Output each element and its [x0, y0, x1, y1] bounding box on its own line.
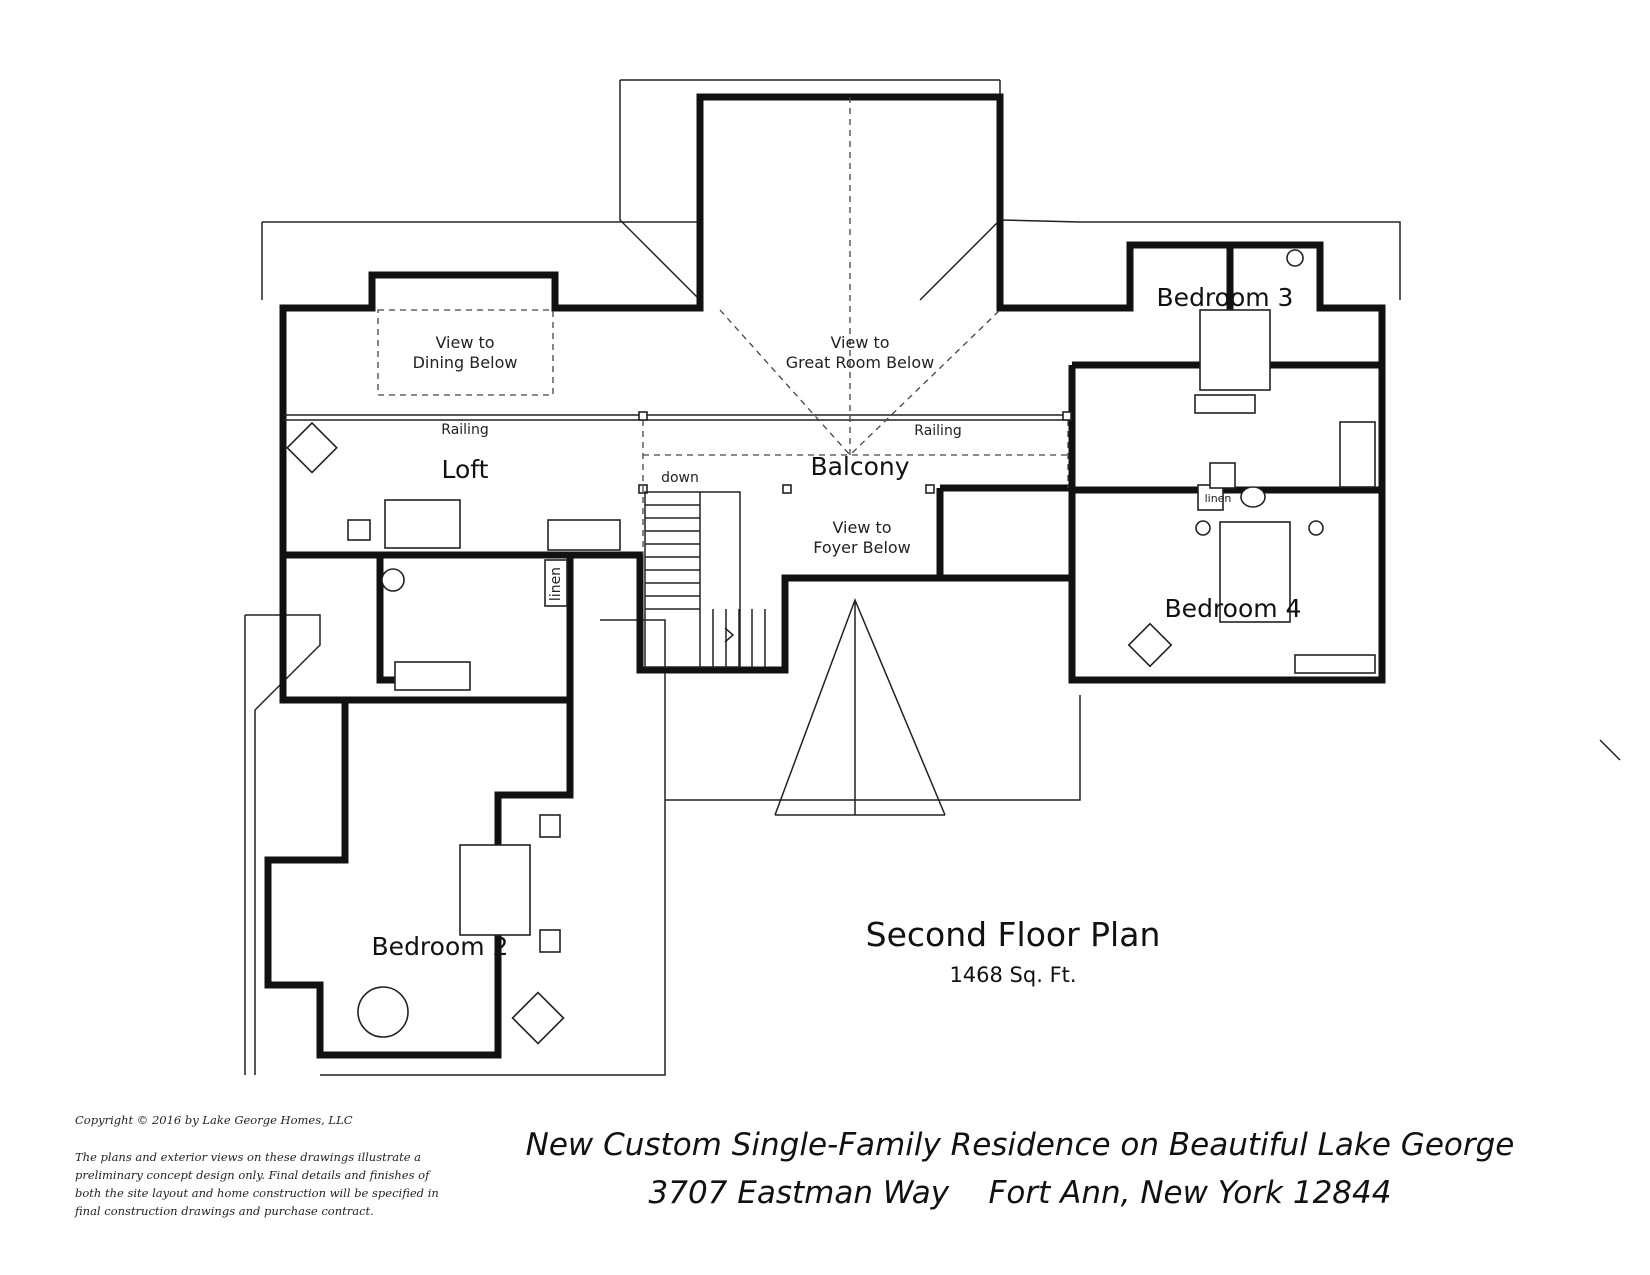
note-view-dining-1: View to	[435, 333, 494, 352]
railings	[283, 97, 1072, 555]
plan-title: Second Floor Plan	[866, 915, 1161, 954]
room-label-bedroom-4: Bedroom 4	[1165, 594, 1302, 623]
note-view-great-2: Great Room Below	[786, 353, 934, 372]
note-railing-left: Railing	[441, 422, 488, 438]
note-view-foyer-1: View to	[832, 518, 891, 537]
room-label-bedroom-3: Bedroom 3	[1157, 283, 1294, 312]
disclaimer-text: The plans and exterior views on these dr…	[75, 1150, 439, 1218]
project-title: New Custom Single-Family Residence on Be…	[525, 1127, 1515, 1163]
exterior-walls	[264, 93, 1386, 1059]
note-linen-right: linen	[1205, 492, 1232, 505]
note-view-great-1: View to	[830, 333, 889, 352]
furniture	[286, 249, 1376, 1045]
note-down: down	[661, 470, 699, 486]
note-railing-right: Railing	[914, 423, 961, 439]
room-label-bedroom-2: Bedroom 2	[372, 932, 509, 961]
room-label-balcony: Balcony	[810, 452, 909, 481]
project-address: 3707 Eastman Way Fort Ann, New York 1284…	[648, 1175, 1392, 1211]
note-linen-left: linen	[548, 567, 564, 601]
note-view-dining-2: Dining Below	[413, 353, 518, 372]
note-view-foyer-2: Foyer Below	[813, 538, 911, 557]
room-label-loft: Loft	[442, 455, 489, 484]
stairs	[644, 491, 766, 668]
plan-area: 1468 Sq. Ft.	[949, 963, 1076, 987]
copyright-notice: Copyright © 2016 by Lake George Homes, L…	[75, 1113, 353, 1127]
